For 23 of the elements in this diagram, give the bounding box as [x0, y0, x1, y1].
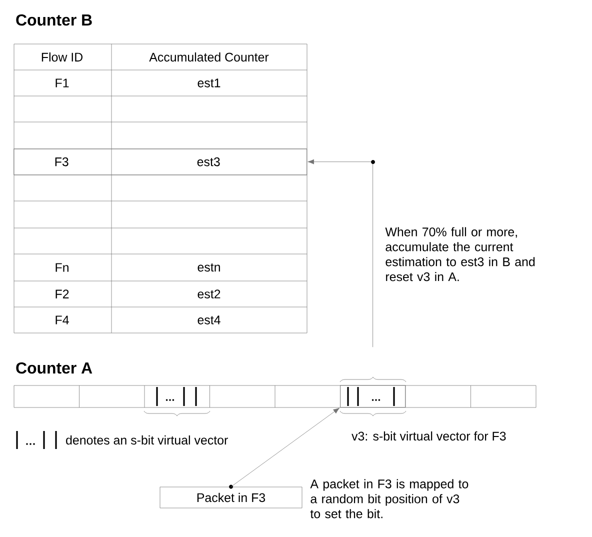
arrow: [230, 408, 340, 487]
table-cell: Flow ID: [42, 52, 82, 62]
table-cell: F2: [56, 290, 69, 298]
virtual-vector: [340, 385, 406, 408]
vector-caption: v3: s-bit virtual vector for F3: [352, 431, 506, 441]
table-row: F3 est3: [14, 148, 307, 175]
table-cell: estn: [198, 263, 220, 272]
table-title: Counter B: [16, 14, 92, 26]
table-cell: Fn: [56, 263, 68, 272]
table-cell: Accumulated Counter: [149, 52, 269, 62]
note-text: A packet in F3 is mapped to a random bit position of v3 to set the bit.: [310, 479, 468, 518]
edge-label: When 70% full or more, accumulate the current estimation to est3 in B and reset v3 in A.: [385, 227, 535, 282]
arrow: [308, 159, 375, 348]
table-cell: F1: [56, 78, 69, 88]
counter-bar: [14, 385, 536, 408]
table-cell: est2: [198, 290, 220, 298]
table: [14, 44, 308, 334]
table-cell: F4: [56, 316, 69, 324]
table-cell: est4: [198, 316, 220, 324]
bar-title: Counter A: [16, 362, 92, 374]
legend-text: denotes an s-bit virtual vector: [66, 435, 228, 445]
packet-box: Packet in F3: [160, 486, 302, 508]
table-cell: est1: [198, 78, 220, 88]
